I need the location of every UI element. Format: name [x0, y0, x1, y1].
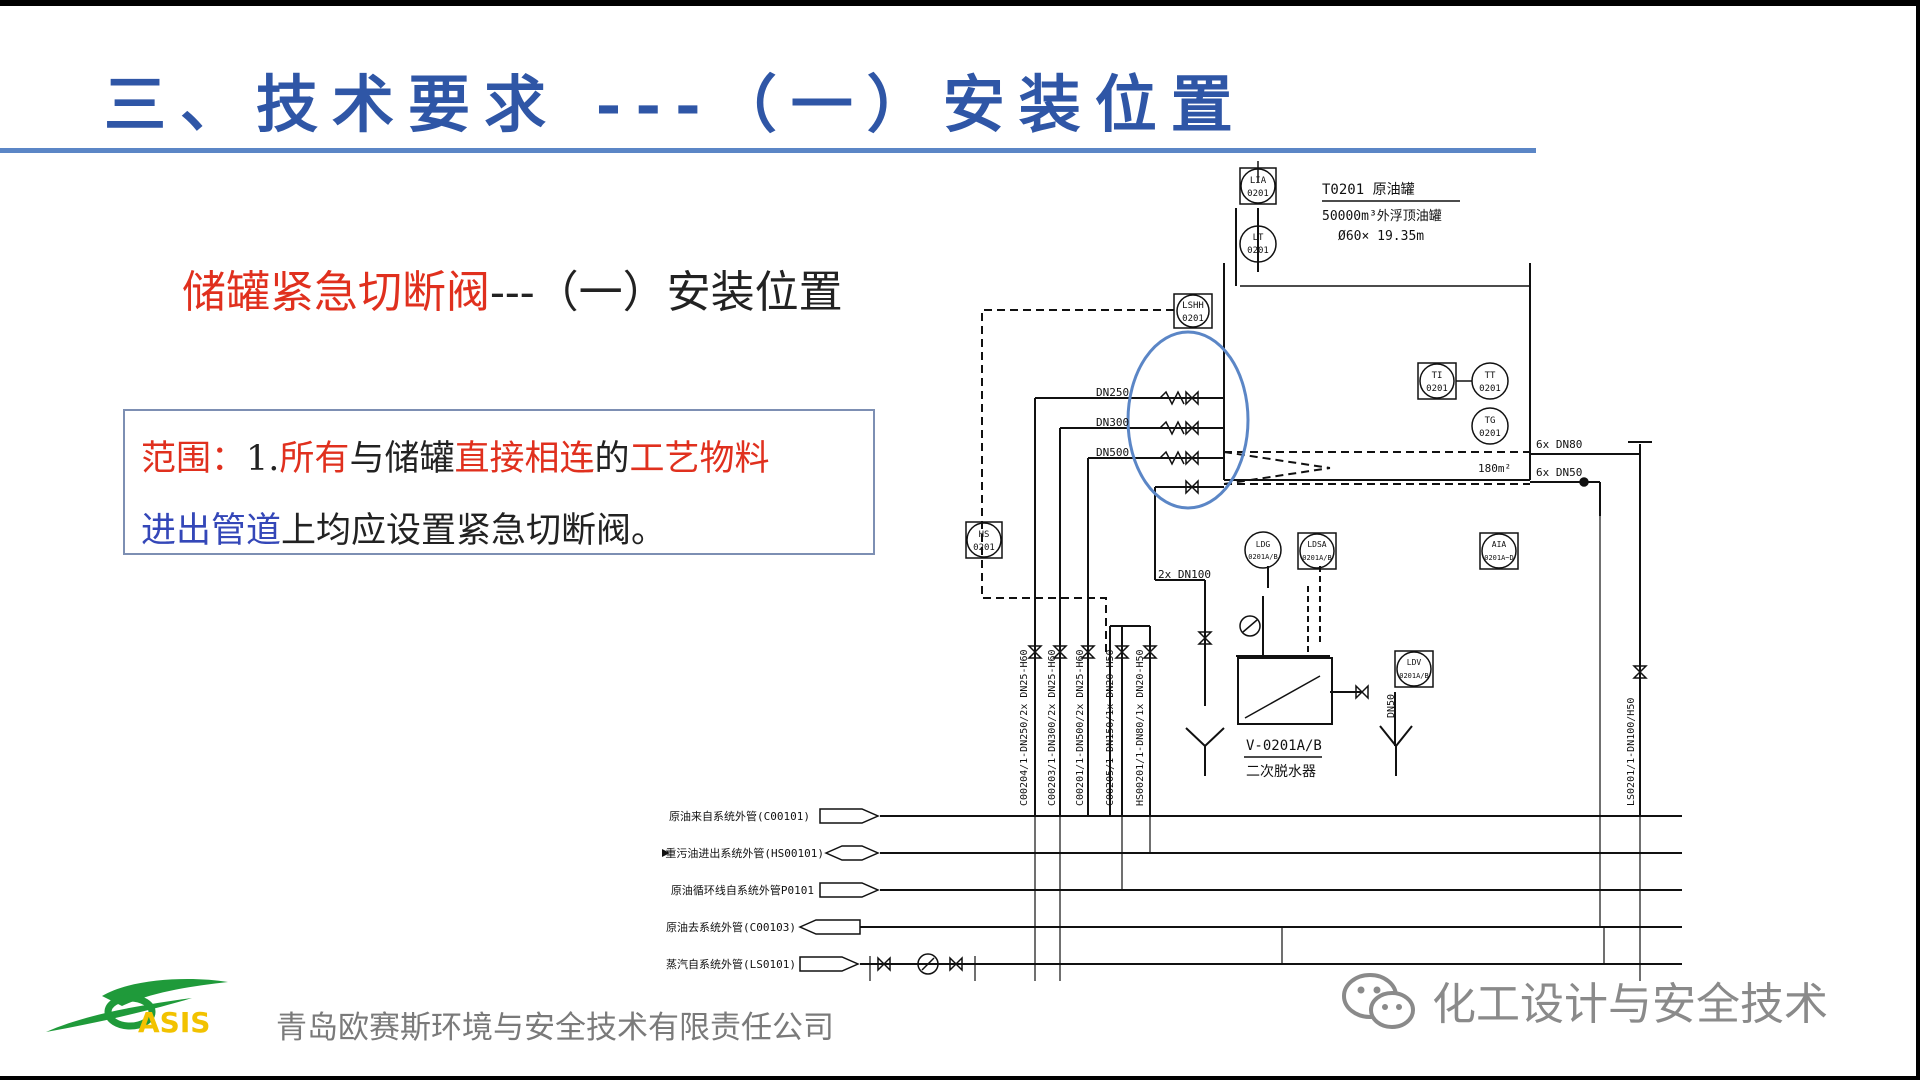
tank-spec1: 50000m³外浮顶油罐 — [1322, 209, 1442, 224]
hs-tag: HS — [979, 530, 990, 540]
aia-tag: AIA — [1492, 540, 1507, 549]
vline-label-5: HS00201/1-DN80/1x DN20-H50 — [1135, 649, 1146, 806]
tt-tag: TT — [1485, 371, 1496, 381]
ldsa-tag: LDSA — [1307, 540, 1326, 549]
tg-tag: TG — [1485, 416, 1496, 426]
ldv-num: 0201A/B — [1399, 672, 1429, 680]
tank-tag: T0201 原油罐 — [1322, 182, 1415, 198]
lt-num: 0201 — [1247, 246, 1269, 256]
header-2: 重污油进出系统外管(HS00101) — [665, 846, 824, 860]
highlight-ellipse — [1126, 330, 1250, 510]
ldv-tag: LDV — [1407, 658, 1422, 667]
logo-text: ASIS — [138, 1006, 210, 1039]
lshh-tag: LSHH — [1182, 301, 1204, 311]
pid-labels: T0201 原油罐 50000m³外浮顶油罐 Ø60× 19.35m LIA 0… — [662, 176, 1637, 971]
pid-diagram: T0201 原油罐 50000m³外浮顶油罐 Ø60× 19.35m LIA 0… — [662, 161, 1682, 981]
ldg-tag: LDG — [1256, 540, 1271, 549]
subtitle-rest: ---（一）安装位置 — [490, 267, 843, 318]
tank-spec2: Ø60× 19.35m — [1338, 229, 1424, 244]
drain-size: 2x DN100 — [1158, 568, 1211, 581]
nozzle-dn250: DN250 — [1096, 386, 1129, 399]
scope-line-1: 范围：1.所有与储罐直接相连的工艺物料 — [141, 423, 873, 495]
lia-num: 0201 — [1247, 189, 1269, 199]
ldg-num: 0201A/B — [1248, 553, 1278, 561]
scope-seg3: 直接相连 — [454, 439, 595, 479]
slide-title: 三、技术要求 ---（一）安装位置 — [104, 68, 1247, 141]
scope-line-2: 进出管道上均应设置紧急切断阀。 — [141, 495, 873, 567]
scope-seg1: 所有 — [279, 439, 350, 479]
vessel-name: 二次脱水器 — [1246, 764, 1316, 780]
ldsa-num: 0201A/B — [1302, 554, 1332, 562]
header-1: 原油来自系统外管(C00101) — [669, 809, 810, 823]
asis-logo-mark: ASIS — [46, 978, 228, 1039]
drain2-size: DN50 — [1386, 694, 1397, 718]
vessel-tag: V-0201A/B — [1246, 738, 1322, 754]
header-2-marker — [662, 849, 670, 857]
lia-tag: LIA — [1250, 176, 1267, 186]
right-nozzle-2: 6x DN50 — [1536, 466, 1582, 479]
watermark: 化工设计与安全技术 — [1340, 970, 1828, 1030]
scope-num: 1. — [246, 439, 280, 479]
watermark-text: 化工设计与安全技术 — [1432, 979, 1828, 1030]
scope-box: 范围：1.所有与储罐直接相连的工艺物料 进出管道上均应设置紧急切断阀。 — [123, 409, 875, 555]
scope-seg4: 的 — [594, 439, 630, 479]
subtitle: 储罐紧急切断阀---（一）安装位置 — [182, 256, 843, 320]
header-4: 原油去系统外管(C00103) — [666, 920, 796, 934]
scope-seg2: 与储罐 — [349, 439, 455, 479]
asis-logo: ASIS — [42, 976, 242, 1042]
hs-num: 0201 — [973, 543, 995, 553]
pid-lines — [798, 161, 1682, 981]
ti-num: 0201 — [1426, 384, 1448, 394]
subtitle-highlight: 储罐紧急切断阀 — [182, 267, 490, 318]
vline-label-3: C00201/1-DN500/2x DN25-H60 — [1075, 649, 1086, 806]
scope-label: 范围： — [141, 439, 247, 479]
title-rule — [0, 148, 1536, 153]
heater-area: 180m² — [1478, 462, 1511, 475]
wechat-icon — [1342, 973, 1415, 1029]
scope-seg6: 进出管道 — [141, 511, 282, 551]
aia-num: 0201A~D — [1484, 554, 1514, 562]
vline-label-2: C00203/1-DN300/2x DN25-H60 — [1047, 649, 1058, 806]
nozzle-dn500: DN500 — [1096, 446, 1129, 459]
slide: 三、技术要求 ---（一）安装位置 储罐紧急切断阀---（一）安装位置 范围：1… — [0, 6, 1916, 1076]
tt-num: 0201 — [1479, 384, 1501, 394]
vline-label-1: C00204/1-DN250/2x DN25-H60 — [1019, 649, 1030, 806]
lshh-num: 0201 — [1182, 314, 1204, 324]
right-nozzle-1: 6x DN80 — [1536, 438, 1582, 451]
tg-num: 0201 — [1479, 429, 1501, 439]
lt-tag: LT — [1253, 233, 1264, 243]
right-vline-label: LS0201/1-DN100/H50 — [1626, 698, 1637, 806]
ti-tag: TI — [1432, 371, 1443, 381]
company-name: 青岛欧赛斯环境与安全技术有限责任公司 — [276, 1010, 834, 1046]
header-5: 蒸汽自系统外管(LS0101) — [666, 957, 796, 971]
header-3: 原油循环线自系统外管P0101 — [671, 883, 814, 897]
vline-label-4: C00205/1-DN150/1x DN20-H50 — [1105, 649, 1116, 806]
nozzle-dn300: DN300 — [1096, 416, 1129, 429]
scope-seg5: 工艺物料 — [629, 439, 770, 479]
scope-seg7: 上均应设置紧急切断阀。 — [281, 511, 667, 551]
